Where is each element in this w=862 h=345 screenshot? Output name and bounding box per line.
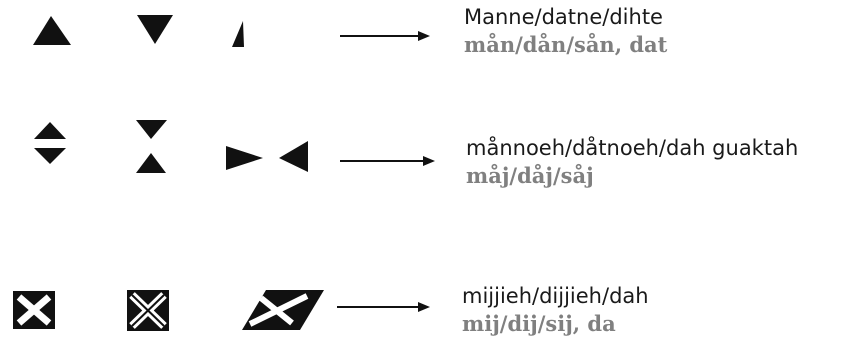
slanted-cross-box-icon	[242, 290, 324, 330]
row-2-main-text: månnoeh/dåtnoeh/dah guaktah	[466, 136, 799, 160]
half-triangle-icon	[232, 21, 244, 47]
row-2-label: månnoeh/dåtnoeh/dah guaktah måj/dåj/såj	[466, 134, 798, 190]
row-2-arrow	[340, 156, 435, 166]
row-1-arrow	[340, 31, 430, 41]
row-3-main-text: mijjieh/dijjieh/dah	[462, 284, 649, 308]
triangle-down-icon	[137, 15, 173, 44]
triangles-facing-icon	[226, 141, 308, 172]
double-cross-box-icon	[127, 290, 169, 331]
row-3-sub-text: mij/dij/sij, da	[462, 311, 616, 336]
row-3-symbols	[13, 290, 324, 331]
row-1-symbols	[33, 15, 244, 47]
row-3-arrow	[337, 302, 430, 312]
triangle-up-icon	[33, 16, 71, 45]
row-1-main-text: Manne/datne/dihte	[464, 5, 663, 29]
row-2-sub-text: måj/dåj/såj	[466, 163, 594, 188]
triangles-tips-together-icon	[136, 120, 167, 173]
triangles-apart-icon	[34, 122, 66, 164]
cross-box-icon	[13, 291, 55, 329]
row-1-label: Manne/datne/dihte mån/dån/sån, dat	[464, 3, 667, 59]
row-3-label: mijjieh/dijjieh/dah mij/dij/sij, da	[462, 282, 649, 338]
row-2-symbols	[34, 120, 308, 173]
row-1-sub-text: mån/dån/sån, dat	[464, 32, 668, 57]
